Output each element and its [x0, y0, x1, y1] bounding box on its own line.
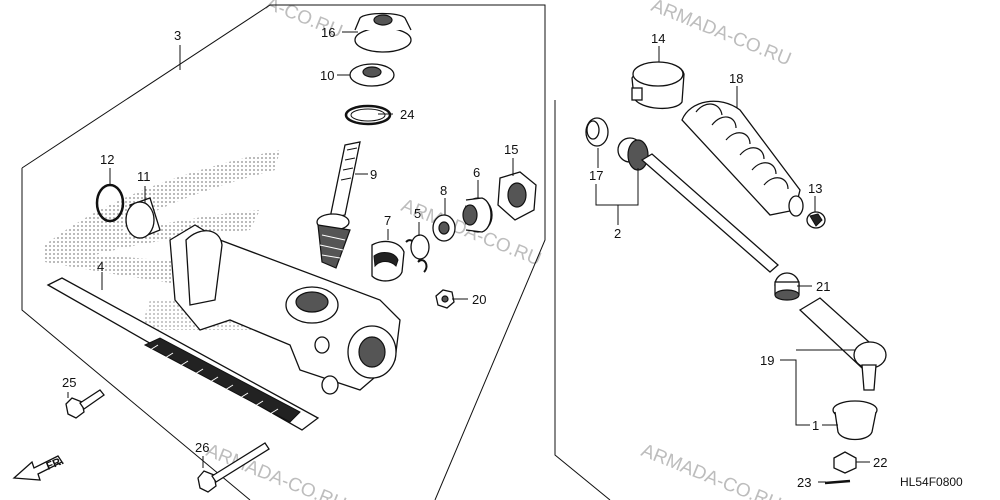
- callout-17: 17: [589, 168, 603, 183]
- diagram-code: HL54F0800: [900, 475, 963, 489]
- part-26-bolt[interactable]: [197, 442, 270, 493]
- part-4-rack[interactable]: [46, 277, 320, 431]
- part-1-dust-seal[interactable]: [832, 400, 878, 441]
- callout-1: 1: [812, 418, 819, 433]
- callout-9: 9: [370, 167, 377, 182]
- callout-19: 19: [760, 353, 774, 368]
- callout-numbers: 3 16 10 24 9 12 11 4 7 5 8 6 15 20 25 26…: [62, 25, 887, 490]
- direction-label: FR.: [45, 455, 66, 473]
- part-12-snap-ring[interactable]: [95, 183, 125, 223]
- part-24-circlip[interactable]: [344, 104, 392, 126]
- callout-3: 3: [174, 28, 181, 43]
- callout-10: 10: [320, 68, 334, 83]
- callout-21: 21: [816, 279, 830, 294]
- callout-4: 4: [97, 259, 104, 274]
- callout-26: 26: [195, 440, 209, 455]
- callout-18: 18: [729, 71, 743, 86]
- callout-12: 12: [100, 152, 114, 167]
- callout-15: 15: [504, 142, 518, 157]
- part-3-gearbox-housing[interactable]: [169, 224, 401, 395]
- callout-11: 11: [137, 169, 151, 184]
- part-15-locknut[interactable]: [497, 171, 537, 221]
- watermark-top: ARMADA-CO.RU: [648, 0, 794, 70]
- callout-24: 24: [400, 107, 414, 122]
- part-11-bushing[interactable]: [125, 197, 161, 239]
- assembly-frame-3-lower: [21, 168, 251, 500]
- callout-22: 22: [873, 455, 887, 470]
- leader-lines: [67, 31, 870, 483]
- callout-23: 23: [797, 475, 811, 490]
- callout-14: 14: [651, 31, 665, 46]
- part-20-nut[interactable]: [435, 289, 455, 309]
- callout-8: 8: [440, 183, 447, 198]
- part-16-cap[interactable]: [354, 12, 412, 53]
- callout-25: 25: [62, 375, 76, 390]
- part-10-seal[interactable]: [349, 63, 395, 87]
- callout-7: 7: [384, 213, 391, 228]
- part-2-tie-rod[interactable]: [617, 137, 779, 273]
- callout-16: 16: [321, 25, 335, 40]
- part-8-washer[interactable]: [432, 214, 456, 242]
- part-14-clamp[interactable]: [631, 61, 685, 109]
- callout-13: 13: [808, 181, 822, 196]
- part-21-jam-nut[interactable]: [774, 272, 800, 301]
- part-5-spring[interactable]: [405, 234, 430, 273]
- callout-6: 6: [473, 165, 480, 180]
- part-6-adjuster[interactable]: [462, 197, 493, 233]
- part-23-cotter-pin[interactable]: [824, 479, 851, 485]
- part-19-tie-rod-end[interactable]: [798, 297, 887, 391]
- part-22-castle-nut[interactable]: [833, 451, 857, 474]
- part-25-bolt[interactable]: [65, 389, 105, 419]
- assembly-frame-2: [554, 100, 611, 500]
- part-13-clip[interactable]: [806, 211, 826, 229]
- callout-20: 20: [472, 292, 486, 307]
- callout-5: 5: [414, 206, 421, 221]
- front-direction-arrow: FR.: [12, 455, 66, 481]
- part-18-boot[interactable]: [681, 100, 804, 217]
- part-7-yoke[interactable]: [371, 240, 405, 282]
- part-9-pinion-shaft[interactable]: [316, 141, 361, 269]
- callout-2: 2: [614, 226, 621, 241]
- part-17-ring[interactable]: [585, 117, 609, 147]
- assembly-frame-3: [21, 4, 546, 500]
- watermark-bottom-right: ARMADA-CO.RU: [638, 440, 784, 500]
